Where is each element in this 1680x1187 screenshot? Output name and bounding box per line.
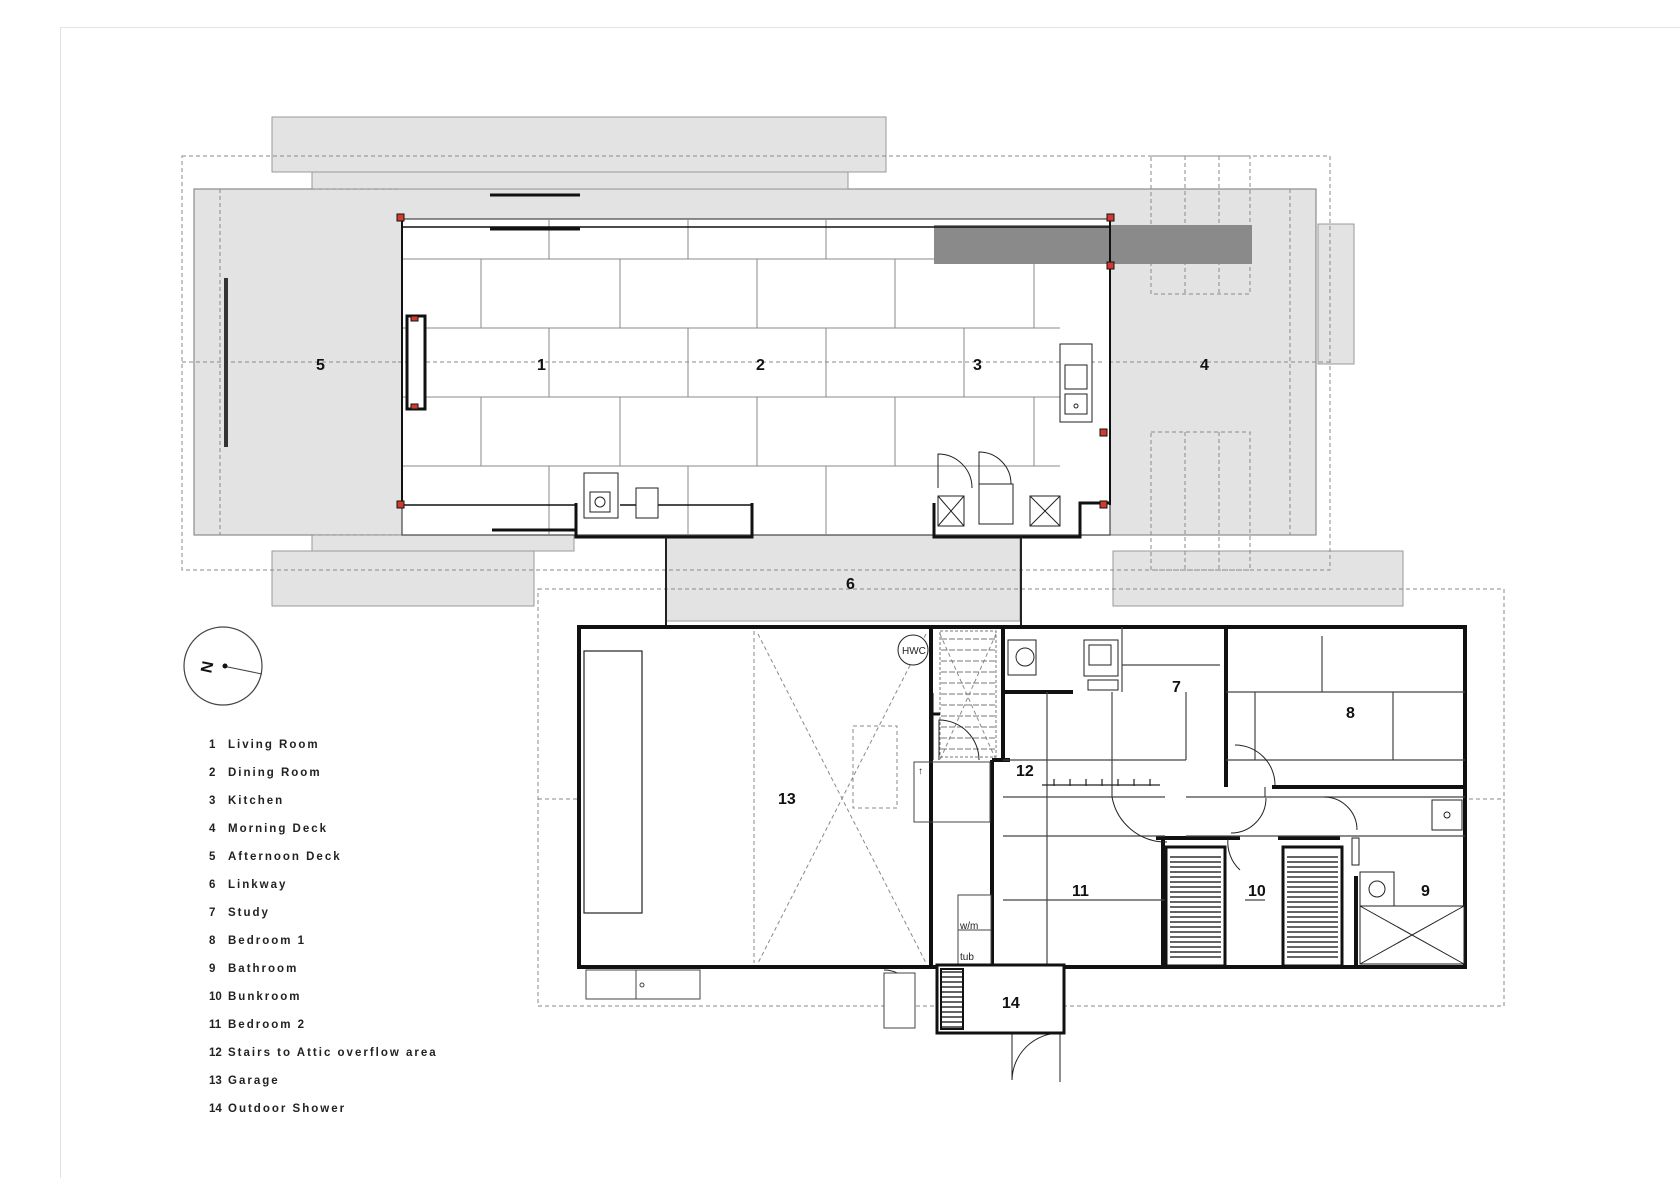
- room-number-1: 1: [537, 357, 546, 374]
- north-letter: N: [198, 660, 217, 675]
- legend-number: 14: [209, 1103, 222, 1115]
- legend-number: 1: [209, 739, 216, 751]
- room-legend: 1 Living Room 2 Dining Room 3 Kitchen 4 Morn…: [209, 736, 438, 1128]
- legend-name: Outdoor Shower: [228, 1103, 347, 1115]
- legend-item: 12 Stairs to Attic overflow area: [209, 1044, 438, 1072]
- legend-number: 8: [209, 935, 216, 947]
- legend-name: Bedroom 2: [228, 1019, 307, 1031]
- room-number-8: 8: [1346, 705, 1355, 722]
- room-number-14: 14: [1002, 995, 1020, 1012]
- hwc-marker: [897, 634, 929, 666]
- legend-item: 13 Garage: [209, 1072, 438, 1100]
- room-number-11: 11: [1072, 883, 1089, 900]
- legend-number: 5: [209, 851, 216, 863]
- room-number-13: 13: [778, 791, 796, 808]
- hwc-label: HWC: [902, 646, 926, 657]
- room-number-6: 6: [846, 576, 855, 593]
- bathroom-fixtures: [1007, 639, 1465, 965]
- legend-item: 10 Bunkroom: [209, 988, 438, 1016]
- legend-name: Afternoon Deck: [228, 851, 342, 863]
- legend-number: 9: [209, 963, 216, 975]
- legend-item: 14 Outdoor Shower: [209, 1100, 438, 1128]
- room-number-7: 7: [1172, 679, 1181, 696]
- legend-item: 1 Living Room: [209, 736, 438, 764]
- legend-number: 12: [209, 1047, 222, 1059]
- legend-item: 5 Afternoon Deck: [209, 848, 438, 876]
- legend-name: Bunkroom: [228, 991, 302, 1003]
- wm-label: w/m: [959, 921, 978, 932]
- room-number-12: 12: [1016, 763, 1034, 780]
- legend-item: 9 Bathroom: [209, 960, 438, 988]
- room-number-5: 5: [316, 357, 325, 374]
- garage-bench: [585, 969, 701, 1000]
- legend-name: Bedroom 1: [228, 935, 307, 947]
- legend-number: 10: [209, 991, 222, 1003]
- dark-panel-deck: [1111, 225, 1252, 264]
- stair-arrow: ↑: [918, 766, 923, 777]
- linkway-walls: [665, 537, 1022, 625]
- tub-label: tub: [960, 952, 974, 963]
- legend-item: 6 Linkway: [209, 876, 438, 904]
- kitchen-fittings: [583, 343, 1093, 527]
- garage-side-step: [883, 972, 916, 1029]
- legend-name: Stairs to Attic overflow area: [228, 1047, 438, 1059]
- drawing-sheet: [60, 27, 1680, 1178]
- legend-name: Morning Deck: [228, 823, 329, 835]
- lower-building: [577, 625, 1467, 1082]
- legend-name: Study: [228, 907, 270, 919]
- legend-item: 3 Kitchen: [209, 792, 438, 820]
- room-number-2: 2: [756, 357, 765, 374]
- legend-name: Dining Room: [228, 767, 322, 779]
- wardrobe-bunkroom: [1164, 845, 1344, 968]
- room-numbers: 1 2 3 4 5 6 7 8 9 10 11 12 13 14: [316, 357, 1430, 1012]
- legend-name: Kitchen: [228, 795, 285, 807]
- legend-name: Bathroom: [228, 963, 299, 975]
- room-number-9: 9: [1421, 883, 1430, 900]
- legend-item: 11 Bedroom 2: [209, 1016, 438, 1044]
- legend-name: Garage: [228, 1075, 280, 1087]
- legend-number: 13: [209, 1075, 222, 1087]
- attic-stair: [939, 630, 997, 758]
- legend-number: 2: [209, 767, 216, 779]
- legend-item: 4 Morning Deck: [209, 820, 438, 848]
- legend-number: 11: [209, 1019, 222, 1031]
- legend-item: 7 Study: [209, 904, 438, 932]
- outdoor-shower: [935, 963, 1066, 1035]
- legend-item: 2 Dining Room: [209, 764, 438, 792]
- legend-number: 6: [209, 879, 216, 891]
- pavilion-walls: [224, 193, 1111, 539]
- legend-number: 4: [209, 823, 216, 835]
- room-number-3: 3: [973, 357, 982, 374]
- pavilion-posts: [396, 213, 1115, 509]
- room-number-10: 10: [1248, 883, 1266, 900]
- legend-number: 7: [209, 907, 216, 919]
- legend-name: Living Room: [228, 739, 320, 751]
- legend-name: Linkway: [228, 879, 288, 891]
- room-number-4: 4: [1200, 357, 1209, 374]
- north-arrow: [183, 626, 263, 706]
- legend-item: 8 Bedroom 1: [209, 932, 438, 960]
- legend-number: 3: [209, 795, 216, 807]
- roof-eaves: [271, 116, 1404, 607]
